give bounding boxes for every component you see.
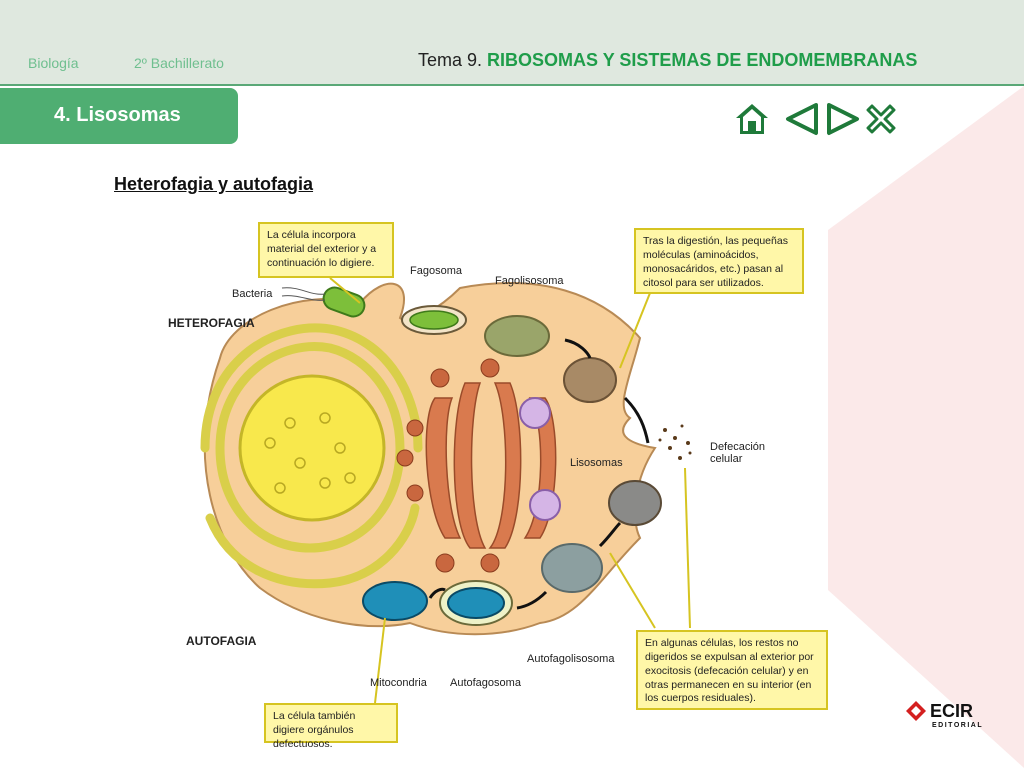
- note-top-left: La célula incorpora material del exterio…: [258, 222, 394, 278]
- label-fagolisosoma: Fagolisosoma: [495, 275, 564, 287]
- lysosome: [529, 489, 561, 521]
- process-arrows: [428, 338, 650, 610]
- home-icon[interactable]: [733, 100, 771, 138]
- endoplasmic-reticulum: [200, 323, 423, 589]
- residual-body: [563, 357, 617, 403]
- label-mitocondria: Mitocondria: [370, 677, 427, 689]
- lysosome: [519, 397, 551, 429]
- label-defecacion-2: celular: [710, 453, 743, 465]
- autophagolysosome: [541, 543, 603, 593]
- section-tab-label: 4. Lisosomas: [54, 104, 181, 126]
- ecir-editorial-logo: ECIR EDITORIAL: [906, 701, 983, 729]
- slide-subtitle: Heterofagia y autofagia: [114, 174, 314, 194]
- svg-text:EDITORIAL: EDITORIAL: [932, 722, 983, 729]
- mitochondrion: [362, 581, 428, 621]
- callout-pointers: [329, 277, 691, 704]
- topic-title: Tema 9. RIBOSOMAS Y SISTEMAS DE ENDOMEMB…: [418, 50, 917, 71]
- label-bacteria: Bacteria: [232, 288, 273, 300]
- label-autofagolisosoma: Autofagolisosoma: [527, 653, 615, 665]
- close-x-icon[interactable]: [862, 100, 900, 138]
- note-bottom-right: En algunas células, los restos no digeri…: [636, 630, 828, 710]
- nucleus: [238, 374, 386, 522]
- course-label: 2º Bachillerato: [134, 55, 224, 71]
- note-bottom-left: La célula también digiere orgánulos defe…: [264, 703, 398, 750]
- svg-text:ECIR: ECIR: [930, 701, 973, 721]
- bacterium-flagella: [281, 287, 326, 301]
- label-lisosomas: Lisosomas: [570, 457, 623, 469]
- lysosome-diagram: Bacteria HETEROFAGIA AUTOFAGIA Fagosoma …: [160, 218, 840, 750]
- note-top-right: Tras la digestión, las pequeñas molécula…: [634, 228, 804, 294]
- expelled-debris: [658, 424, 692, 460]
- vesicles: [396, 358, 500, 573]
- triangle-left-icon[interactable]: [783, 100, 821, 138]
- section-tab: 4. Lisosomas: [0, 88, 238, 144]
- phagolysosome: [484, 315, 550, 357]
- nucleus-pattern: [264, 412, 356, 494]
- topic-prefix: Tema 9.: [418, 50, 483, 70]
- label-fagosoma: Fagosoma: [410, 265, 462, 277]
- header-bar: Biología 2º Bachillerato Tema 9. RIBOSOM…: [0, 0, 1024, 84]
- label-autofagosoma: Autofagosoma: [450, 677, 521, 689]
- autophagosome-mitochondrion: [447, 587, 505, 619]
- subject-label: Biología: [28, 55, 79, 71]
- triangle-right-icon[interactable]: [824, 100, 862, 138]
- cell-illustration: [200, 277, 692, 704]
- header-divider: [0, 84, 1024, 86]
- label-heterofagia: HETEROFAGIA: [168, 316, 255, 330]
- label-defecacion-1: Defecación: [710, 441, 766, 453]
- topic-name: RIBOSOMAS Y SISTEMAS DE ENDOMEMBRANAS: [487, 50, 918, 70]
- label-autofagia: AUTOFAGIA: [186, 634, 257, 648]
- phagosome-content: [409, 310, 459, 330]
- residual-body: [608, 480, 662, 526]
